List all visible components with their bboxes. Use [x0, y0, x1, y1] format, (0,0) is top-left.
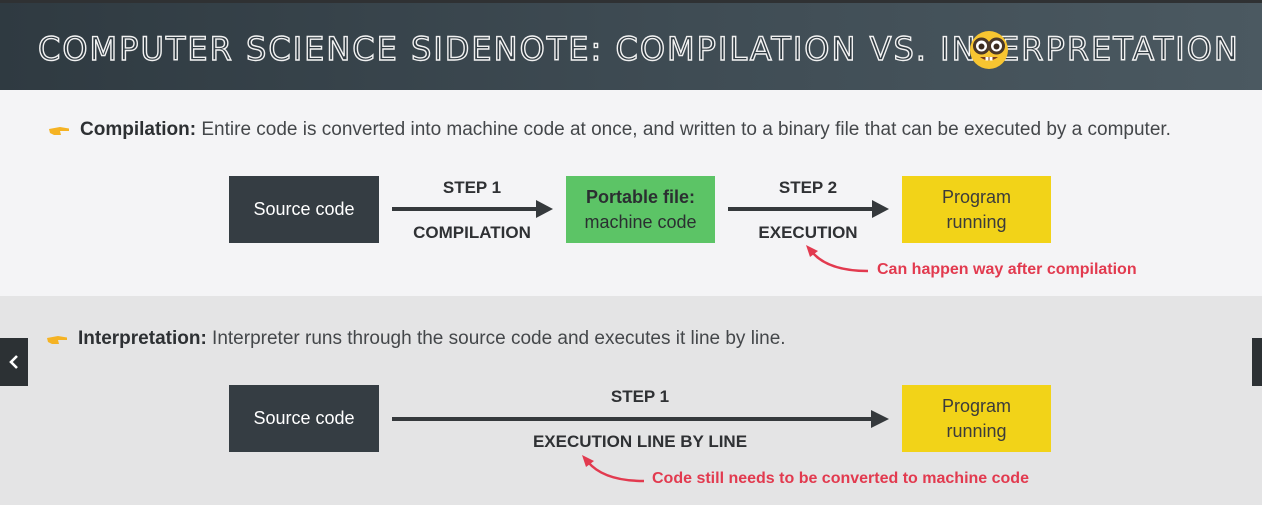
compilation-description: Entire code is converted into machine co…	[196, 119, 1171, 140]
compile-note: Can happen way after compilation	[877, 261, 1137, 278]
interpret-note: Code still needs to be converted to mach…	[652, 470, 1029, 487]
interpret-step1-label: STEP 1	[610, 387, 670, 406]
interpretation-bullet: Interpretation: Interpreter runs through…	[46, 328, 786, 350]
compile-step1-caption: COMPILATION	[413, 223, 531, 242]
compile-step2-label: STEP 2	[778, 178, 838, 197]
compile-program-line1: Program	[941, 186, 1012, 207]
compilation-term: Compilation:	[80, 119, 197, 140]
compile-source-code-label: Source code	[253, 199, 355, 219]
interpretation-section: Interpretation: Interpreter runs through…	[0, 296, 1262, 505]
compile-program-running-box: Program running	[902, 176, 1051, 243]
portable-file-subtitle: machine code	[584, 211, 697, 232]
portable-file-title: Portable file:	[585, 186, 696, 207]
interpret-source-code-box: Source code	[229, 385, 379, 452]
compilation-bullet: Compilation: Entire code is converted in…	[48, 119, 1171, 141]
top-border	[0, 0, 1262, 3]
slide-title: COMPUTER SCIENCE SIDENOTE: COMPILATION V…	[37, 29, 1240, 68]
next-slide-button[interactable]	[1252, 338, 1262, 386]
portable-file-box: Portable file: machine code	[566, 176, 715, 243]
interpret-program-line1: Program	[941, 395, 1012, 416]
compile-program-line2: running	[946, 211, 1007, 232]
previous-slide-button[interactable]	[0, 338, 28, 386]
interpret-note-arrow	[582, 455, 645, 483]
interpret-step1-caption: EXECUTION LINE BY LINE	[532, 432, 748, 451]
interpretation-term: Interpretation:	[78, 328, 207, 349]
pointing-hand-icon	[49, 126, 69, 135]
interpret-step1-arrow	[392, 410, 889, 428]
interpret-program-line2: running	[946, 420, 1007, 441]
nerd-face-emoji-icon	[970, 31, 1008, 69]
slide-header: COMPUTER SCIENCE SIDENOTE: COMPILATION V…	[0, 3, 1262, 90]
compile-step1-label: STEP 1	[442, 178, 502, 197]
compilation-section: Compilation: Entire code is converted in…	[0, 90, 1262, 296]
interpretation-description: Interpreter runs through the source code…	[206, 328, 786, 349]
compile-step2-caption: EXECUTION	[758, 223, 858, 242]
compile-note-arrow	[806, 245, 869, 273]
compile-source-code-box: Source code	[229, 176, 379, 243]
pointing-hand-icon	[47, 335, 67, 344]
interpret-source-code-label: Source code	[253, 408, 355, 428]
chevron-left-icon	[9, 355, 18, 369]
compile-step2-arrow	[728, 200, 889, 218]
interpret-program-running-box: Program running	[902, 385, 1051, 452]
compile-step1-arrow	[392, 200, 553, 218]
